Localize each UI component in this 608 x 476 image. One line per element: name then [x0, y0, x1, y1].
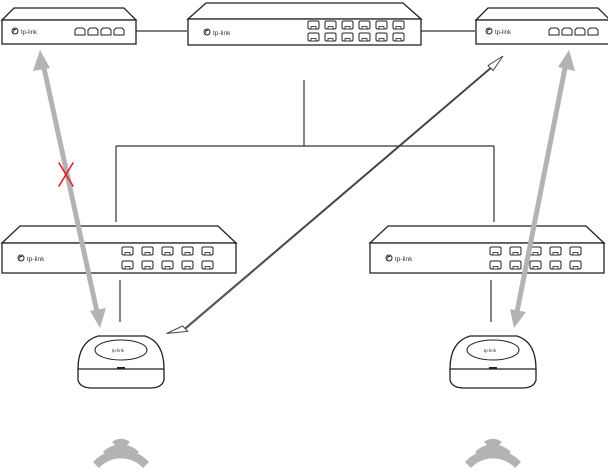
- wifi-signal-icon: [93, 439, 149, 468]
- gateway-left-router: tp-link: [2, 8, 136, 44]
- wifi-signal-icon: [465, 439, 521, 468]
- access-point-right-logo: tp-link: [484, 348, 497, 353]
- roaming-arrow-left: [33, 50, 106, 328]
- gateway-right-router: tp-link: [476, 8, 608, 44]
- gateway-left-logo: tp-link: [21, 30, 38, 36]
- access-switch-left: tp-link: [2, 226, 236, 273]
- gateway-right-logo: tp-link: [495, 30, 512, 36]
- access-switch-right-logo: tp-link: [395, 256, 413, 263]
- access-switch-right: tp-link: [370, 226, 604, 273]
- core-switch: tp-link: [188, 3, 421, 45]
- access-point-right: tp-link: [450, 336, 536, 388]
- access-switch-left-logo: tp-link: [27, 256, 45, 263]
- cabling: [116, 31, 494, 322]
- core-switch-logo: tp-link: [213, 30, 231, 37]
- access-point-left-logo: tp-link: [112, 348, 125, 353]
- cross-roaming-arrow: [167, 56, 503, 334]
- roaming-arrow-right: [510, 50, 575, 328]
- access-point-left: tp-link: [78, 336, 164, 388]
